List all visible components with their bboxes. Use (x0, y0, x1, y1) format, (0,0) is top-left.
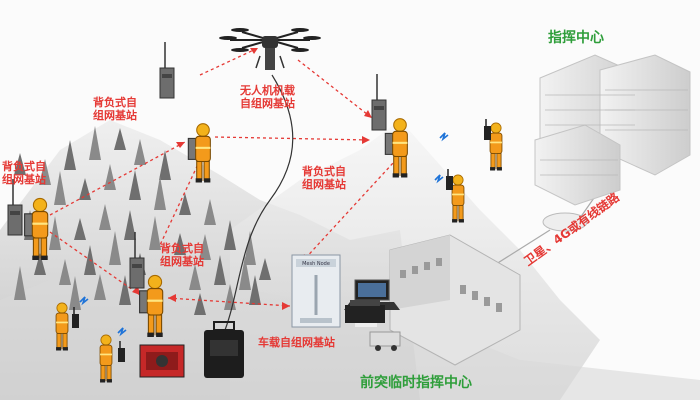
backpack-radio-icon (7, 179, 23, 236)
tree-icon (114, 128, 126, 150)
generator-icon (139, 344, 185, 378)
tree-icon (124, 210, 136, 240)
tree-icon (54, 171, 66, 205)
link-uav-backpack-right (297, 59, 373, 119)
link-left-center (49, 231, 141, 296)
firefighter-icon (451, 174, 465, 223)
wireless-signal-icon (434, 174, 444, 184)
vehicle-base-station-icon (291, 254, 341, 328)
backpack-radio-icon (129, 232, 145, 289)
tree-icon (119, 275, 131, 305)
tree-icon (89, 126, 101, 160)
tree-icon (39, 159, 51, 185)
link-top-center (159, 159, 201, 246)
wireless-signal-icon (117, 327, 127, 337)
tree-icon (49, 216, 61, 250)
tree-icon (204, 199, 216, 225)
firefighter-icon (55, 302, 69, 351)
wireless-signal-icon (439, 132, 449, 142)
building-icon (534, 54, 691, 206)
tree-icon (244, 231, 256, 265)
firefighter-icon (187, 123, 211, 183)
tree-icon (14, 266, 26, 300)
tree-icon (34, 253, 46, 275)
link-backpack-uav (199, 47, 259, 76)
label-backpack-mid: 背负式自组网基站 (302, 165, 346, 191)
firefighter-icon (99, 334, 113, 383)
firefighter-icon (489, 122, 503, 171)
wireless-signals (79, 132, 449, 337)
backpack-radios (7, 42, 387, 289)
label-uav-station: 无人机机载自组网基站 (240, 84, 295, 110)
tree-icon (174, 233, 186, 255)
cloud-icon (542, 212, 588, 232)
forward-command-building (389, 234, 521, 366)
tree-icon (94, 274, 106, 300)
tree-icon (239, 256, 251, 290)
label-backpack-center: 背负式自组网基站 (160, 242, 204, 268)
link-right-vehicle (301, 149, 406, 263)
tree-icon (154, 176, 166, 210)
tree-icon (214, 255, 226, 285)
tree-icon (199, 234, 211, 260)
link-center-vehicle (167, 297, 291, 307)
forest (14, 126, 271, 315)
network-links (49, 47, 406, 307)
tree-icon (224, 220, 236, 250)
tree-icon (109, 231, 121, 265)
tree-icon (149, 216, 161, 250)
handheld-radio-icon (484, 119, 491, 140)
label-backpack-top-left: 背负式自组网基站 (93, 96, 137, 122)
backpack-radio-icon (371, 74, 387, 131)
vehicle-icon (369, 331, 401, 351)
handheld-radio-icon (118, 341, 125, 362)
handheld-radio-icon (72, 307, 79, 328)
label-command-center: 指挥中心 (548, 30, 604, 46)
drone-icon (219, 28, 321, 70)
firefighter-icon (24, 197, 49, 260)
tree-icon (249, 275, 261, 305)
tree-icon (69, 276, 81, 310)
tree-icon (59, 259, 71, 285)
tree-icon (179, 193, 191, 215)
backpack-radio-icon (159, 42, 175, 99)
tree-icon (159, 150, 171, 180)
tree-icon (129, 170, 141, 200)
link-left-backpack-top (49, 141, 186, 216)
label-vehicle-station: 车载自组网基站 (258, 336, 335, 349)
tree-icon (104, 164, 116, 190)
link-backpack-top-right (214, 136, 371, 141)
device-brand: Mesh Node (302, 261, 330, 267)
tree-icon (74, 218, 86, 240)
firefighter-icon (384, 118, 408, 178)
wireless-signal-icon (79, 296, 89, 306)
tree-icon (14, 153, 26, 175)
equipment-case-icon (204, 321, 244, 378)
handheld-radio-icon (446, 169, 453, 190)
label-forward-command: 前突临时指挥中心 (360, 375, 472, 391)
firefighters (24, 118, 503, 383)
tree-icon (134, 139, 146, 165)
label-backpack-left: 背负式自组网基站 (2, 160, 46, 186)
firefighter-icon (139, 274, 164, 337)
tree-icon (64, 140, 76, 170)
printer-icon (345, 300, 385, 327)
tree-icon (99, 204, 111, 230)
tree-icon (259, 258, 271, 280)
tree-icon (189, 264, 201, 290)
wired-link (454, 174, 611, 291)
tether-cable (224, 74, 294, 331)
tree-icon (194, 293, 206, 315)
